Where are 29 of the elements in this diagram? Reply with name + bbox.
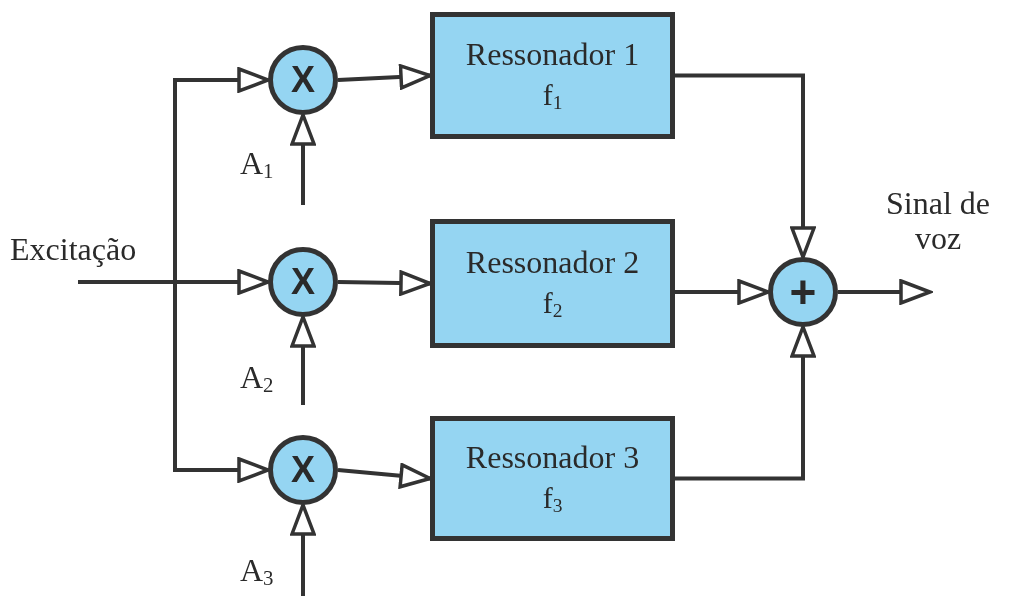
- arrow: [290, 315, 316, 405]
- arrow: [337, 270, 432, 296]
- operator-symbol: X: [291, 452, 315, 488]
- frequency-label: f$_{2}$: [542, 286, 563, 322]
- input-label: Excitação: [10, 232, 137, 268]
- resonator-box: [430, 219, 675, 348]
- resonator-box: [430, 12, 675, 139]
- edge-label: A$_{2}$: [240, 359, 274, 395]
- operator-symbol: +: [789, 269, 817, 315]
- edge-label: A$_{1}$: [240, 145, 274, 181]
- arrow: [675, 279, 770, 305]
- resonator-box: [430, 416, 675, 541]
- frequency-label: f$_{3}$: [542, 481, 563, 517]
- output-label: Sinal de voz: [886, 185, 990, 257]
- arrow: [290, 113, 316, 205]
- operator-symbol: X: [291, 62, 315, 98]
- arrow: [290, 503, 316, 596]
- arrow: [337, 64, 432, 90]
- arrow: [675, 325, 816, 481]
- arrow: [675, 73, 816, 259]
- resonator-title: Ressonador 2: [465, 245, 640, 281]
- resonator-title: Ressonador 3: [465, 440, 640, 476]
- arrow: [337, 463, 432, 489]
- arrow: [78, 280, 270, 483]
- resonator-title: Ressonador 1: [465, 37, 640, 73]
- edge-label: A$_{3}$: [240, 552, 274, 588]
- arrow: [838, 279, 932, 305]
- frequency-label: f$_{1}$: [542, 78, 563, 114]
- operator-symbol: X: [291, 264, 315, 300]
